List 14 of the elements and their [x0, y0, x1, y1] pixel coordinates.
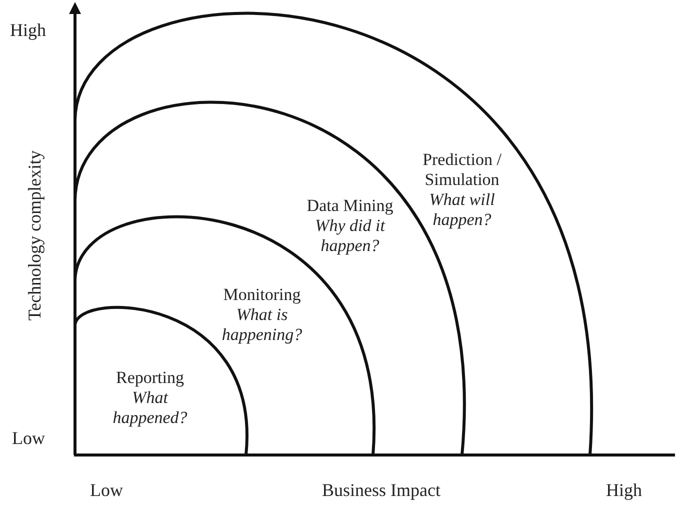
stage-label: Data Mining [306, 196, 394, 216]
axis-title: Business Impact [322, 480, 440, 501]
question-text: What will happen? [428, 190, 496, 230]
axis-tick-label: Low [90, 480, 123, 501]
stage-label: Prediction / Simulation [422, 150, 502, 190]
axis-tick-label: High [606, 480, 642, 501]
question-text: What is happening? [220, 305, 304, 345]
axis-tick-label: High [10, 20, 46, 41]
axis-tick-label: Low [12, 428, 45, 449]
question-text: What happened? [112, 388, 188, 428]
stage-label: Reporting [115, 368, 185, 388]
question-text: Why did it happen? [314, 216, 386, 256]
stage-label: Monitoring [222, 285, 302, 305]
axis-title: Technology complexity [24, 150, 46, 320]
